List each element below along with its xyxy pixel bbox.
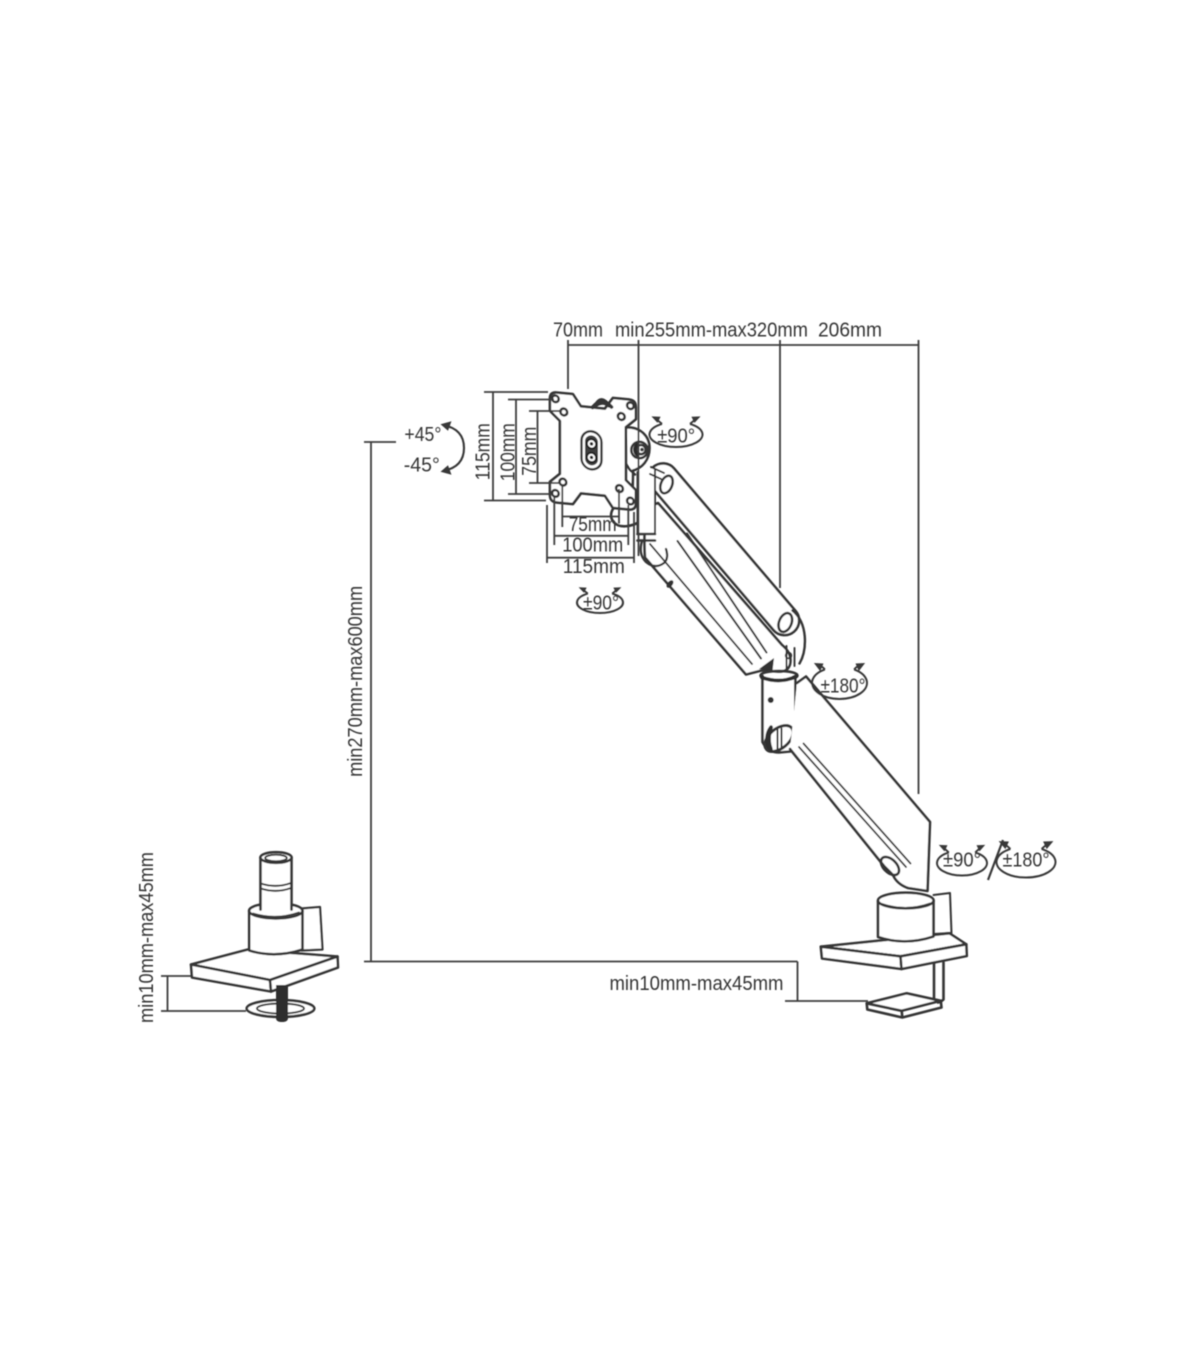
svg-text:75mm: 75mm	[569, 514, 617, 536]
svg-text:206mm: 206mm	[818, 320, 882, 342]
svg-text:min10mm-max45mm: min10mm-max45mm	[136, 852, 158, 1023]
svg-text:min10mm-max45mm: min10mm-max45mm	[610, 973, 784, 995]
svg-text:±90°: ±90°	[943, 850, 981, 872]
svg-text:±90°: ±90°	[583, 593, 619, 615]
svg-text:±180°: ±180°	[821, 676, 866, 698]
svg-text:±90°: ±90°	[657, 426, 695, 448]
svg-text:+45°: +45°	[404, 424, 441, 446]
svg-text:70mm: 70mm	[553, 320, 603, 342]
svg-text:115mm: 115mm	[563, 556, 625, 578]
svg-text:100mm: 100mm	[497, 423, 519, 481]
svg-text:min270mm-max600mm: min270mm-max600mm	[345, 586, 367, 777]
svg-text:-45°: -45°	[404, 455, 440, 477]
svg-text:±180°: ±180°	[1003, 850, 1050, 872]
svg-text:min255mm-max320mm: min255mm-max320mm	[615, 320, 808, 342]
svg-text:100mm: 100mm	[562, 535, 623, 557]
svg-text:75mm: 75mm	[519, 427, 541, 476]
svg-text:115mm: 115mm	[473, 423, 495, 480]
